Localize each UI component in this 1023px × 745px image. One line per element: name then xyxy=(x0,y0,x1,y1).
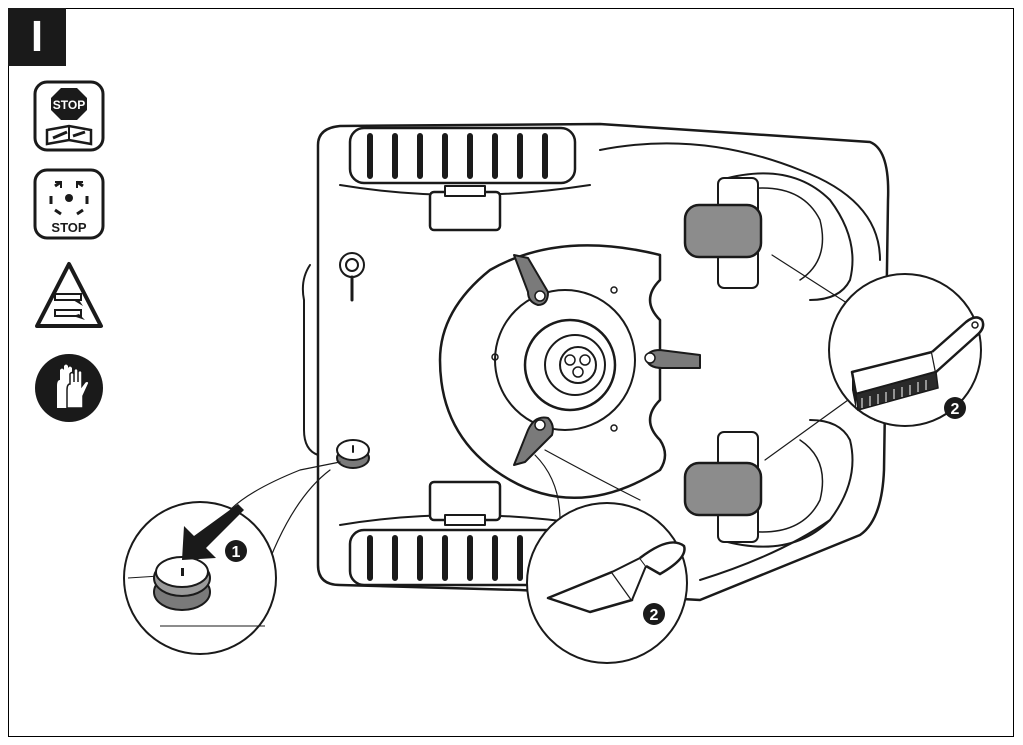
callout-2-brush-label: 2 xyxy=(951,401,960,418)
press-arrow-icon xyxy=(182,504,244,560)
stop-sign-label: STOP xyxy=(53,98,85,112)
wear-gloves-icon xyxy=(35,354,103,422)
stop-read-manual-icon: STOP xyxy=(33,80,105,152)
callout-2-scraper: 2 xyxy=(643,603,665,625)
warning-hand-cut-icon xyxy=(35,262,103,328)
top-drive-wheel xyxy=(339,126,591,232)
section-label: I xyxy=(8,8,66,66)
bottom-drive-wheel xyxy=(339,480,591,587)
body-button-small xyxy=(336,439,370,469)
rear-wheel-top xyxy=(683,172,854,301)
callout-1-label: 1 xyxy=(232,544,241,561)
zoom-circle-brush xyxy=(828,273,985,427)
blade-disc xyxy=(438,244,667,500)
rear-wheel-bottom xyxy=(683,419,854,548)
zoom-circle-button xyxy=(123,501,277,655)
callout-2-brush: 2 xyxy=(944,397,966,419)
zoom-circle-scraper xyxy=(526,502,688,664)
stop-rotating-blades-icon: STOP xyxy=(33,168,105,240)
stop-label: STOP xyxy=(51,220,86,235)
callout-1: 1 xyxy=(225,540,247,562)
callout-2-scraper-label: 2 xyxy=(650,607,659,624)
page-frame xyxy=(8,8,1014,737)
